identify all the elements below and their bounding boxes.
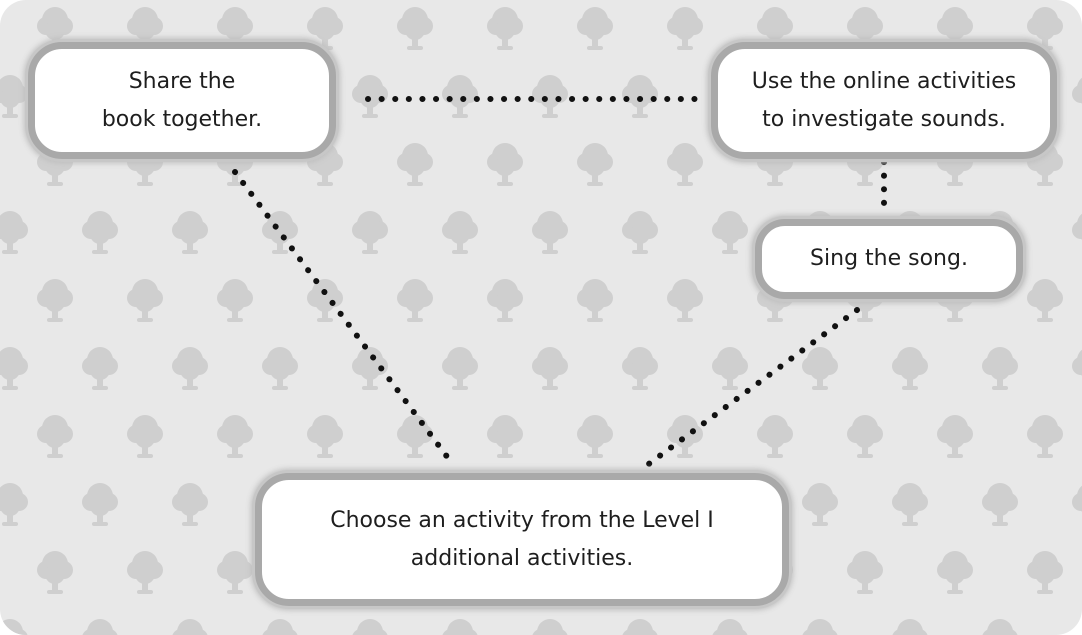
tree-icon (757, 415, 793, 458)
tree-icon (487, 279, 523, 322)
tree-icon (37, 7, 73, 50)
tree-icon (262, 619, 298, 635)
tree-icon (0, 619, 28, 635)
tree-icon (172, 347, 208, 390)
tree-icon (487, 143, 523, 186)
tree-icon (982, 483, 1018, 526)
tree-icon (262, 211, 298, 254)
tree-icon (532, 347, 568, 390)
tree-icon (532, 75, 568, 118)
node-online-activities: Use the online activities to investigate… (711, 42, 1057, 159)
tree-icon (622, 347, 658, 390)
tree-icon (1072, 77, 1082, 104)
tree-icon (982, 619, 1018, 635)
tree-icon (577, 7, 613, 50)
tree-icon (397, 143, 433, 186)
tree-icon (217, 415, 253, 458)
tree-icon (82, 211, 118, 254)
tree-icon (487, 415, 523, 458)
tree-icon (127, 551, 163, 594)
tree-icon (82, 619, 118, 635)
tree-icon (667, 7, 703, 50)
tree-icon (307, 143, 343, 186)
tree-icon (622, 211, 658, 254)
tree-icon (172, 211, 208, 254)
tree-icon (847, 551, 883, 594)
tree-icon (1072, 621, 1082, 635)
node-sing-the-song: Sing the song. (755, 219, 1023, 299)
tree-icon (172, 619, 208, 635)
tree-icon (307, 415, 343, 458)
tree-icon (937, 551, 973, 594)
tree-icon (442, 619, 478, 635)
tree-icon (487, 7, 523, 50)
tree-icon (802, 619, 838, 635)
tree-icon (622, 619, 658, 635)
tree-icon (577, 415, 613, 458)
tree-icon (352, 347, 388, 390)
tree-icon (892, 347, 928, 390)
tree-icon (577, 143, 613, 186)
tree-icon (802, 483, 838, 526)
tree-icon (307, 7, 343, 50)
tree-icon (847, 415, 883, 458)
tree-icon (1027, 415, 1063, 458)
tree-icon (712, 347, 748, 390)
tree-icon (217, 279, 253, 322)
tree-icon (82, 483, 118, 526)
tree-icon (712, 211, 748, 254)
tree-icon (172, 483, 208, 526)
tree-icon (0, 347, 28, 390)
tree-icon (442, 75, 478, 118)
tree-icon (892, 483, 928, 526)
tree-icon (352, 211, 388, 254)
tree-icon (442, 211, 478, 254)
tree-icon (0, 211, 28, 254)
tree-icon (37, 551, 73, 594)
tree-icon (667, 279, 703, 322)
tree-icon (892, 619, 928, 635)
tree-icon (532, 211, 568, 254)
tree-icon (622, 75, 658, 118)
node-choose-activity: Choose an activity from the Level I addi… (255, 473, 789, 606)
tree-icon (532, 619, 568, 635)
tree-icon (397, 7, 433, 50)
tree-icon (127, 415, 163, 458)
tree-icon (0, 75, 28, 118)
tree-icon (82, 347, 118, 390)
tree-icon (127, 7, 163, 50)
tree-icon (847, 7, 883, 50)
tree-icon (1027, 7, 1063, 50)
tree-icon (262, 347, 298, 390)
tree-icon (712, 619, 748, 635)
node-share-the-book: Share the book together. (28, 42, 336, 159)
connector-sing-to-choose (643, 307, 860, 469)
tree-icon (352, 619, 388, 635)
tree-icon (937, 415, 973, 458)
tree-icon (1027, 279, 1063, 322)
tree-icon (37, 415, 73, 458)
tree-icon (217, 551, 253, 594)
tree-icon (37, 279, 73, 322)
tree-icon (802, 347, 838, 390)
tree-icon (982, 347, 1018, 390)
tree-icon (397, 279, 433, 322)
tree-icon (667, 143, 703, 186)
tree-icon (442, 347, 478, 390)
connector-share-to-choose (232, 169, 457, 469)
tree-icon (577, 279, 613, 322)
tree-icon (127, 279, 163, 322)
tree-icon (0, 483, 28, 526)
tree-icon (1027, 551, 1063, 594)
